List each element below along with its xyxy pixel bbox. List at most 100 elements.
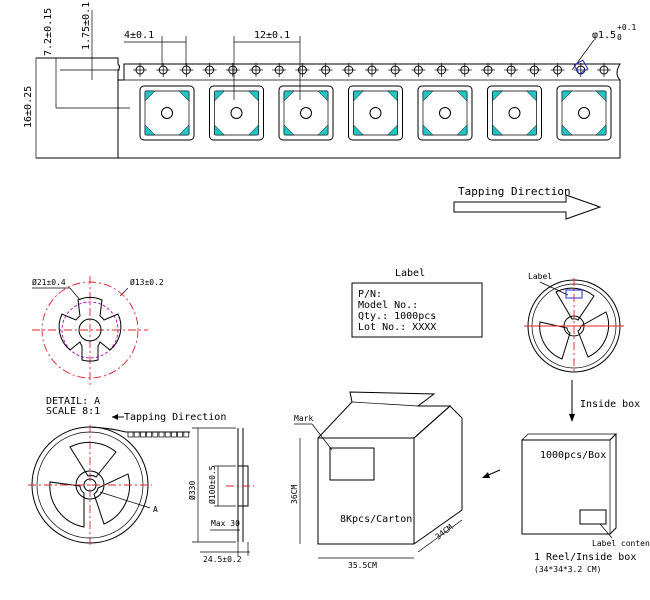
reel-tape-pocket bbox=[177, 431, 183, 438]
dim-cavity-pitch: 12±0.1 bbox=[254, 30, 290, 41]
reel-window-1 bbox=[69, 441, 117, 478]
reel-tape-leader bbox=[89, 426, 190, 433]
cavity-pocket bbox=[283, 90, 329, 136]
carton-depth: 34CM bbox=[434, 523, 455, 542]
cavity-corner-fill bbox=[422, 124, 434, 136]
cavity-corner-fill bbox=[178, 124, 190, 136]
tape-cavity bbox=[139, 85, 195, 141]
detail-spindle-hole bbox=[78, 318, 102, 342]
cavity-outline bbox=[278, 85, 334, 141]
cavity-corner-fill bbox=[283, 90, 295, 102]
tape-cavity bbox=[487, 85, 542, 141]
carton-front bbox=[317, 437, 415, 545]
tape-cavity bbox=[209, 85, 264, 141]
cavity-corner-fill bbox=[353, 124, 365, 136]
label-title: Label bbox=[395, 268, 425, 279]
cavity-corner-fill bbox=[525, 90, 537, 102]
carrier-tape: 16±0.25 7.2±0.15 1.75±0.1 4±0.1 12±0.1 φ… bbox=[23, 2, 636, 159]
sprocket-hole bbox=[202, 63, 217, 77]
cavity-center-hole bbox=[230, 107, 243, 119]
detail-scale: SCALE 8:1 bbox=[46, 406, 100, 417]
hole-highlight-box bbox=[573, 59, 589, 75]
tape-direction-label: Tapping Direction bbox=[458, 185, 571, 198]
inside-box-outline bbox=[521, 432, 617, 535]
reel-max-width: Max 30 bbox=[211, 519, 240, 528]
reel-with-label: Label Inside box bbox=[524, 272, 640, 422]
tape-cavity bbox=[278, 85, 334, 141]
cavity-corner-fill bbox=[595, 124, 607, 136]
cavity-outline bbox=[487, 85, 542, 141]
reel-tape-pockets bbox=[127, 431, 190, 438]
reel-tape-pocket bbox=[158, 431, 165, 438]
label-line-pn: P/N: bbox=[358, 289, 382, 300]
to-carton-arrow-head bbox=[482, 472, 490, 478]
inside-box-caption-1: 1 Reel/Inside box bbox=[534, 552, 636, 563]
sprocket-hole bbox=[550, 63, 565, 77]
dim-line-carton-depth bbox=[417, 519, 463, 553]
carton-text: 8Kpcs/Carton bbox=[340, 514, 412, 525]
cavity-corner-fill bbox=[456, 90, 468, 102]
inside-box: 1000pcs/Box Label content 1 Reel/Inside … bbox=[521, 432, 650, 574]
detail-dia-outer: Ø21±0.4 bbox=[32, 277, 66, 287]
detail-hub-shape bbox=[58, 296, 122, 362]
detail-outer-leader bbox=[69, 287, 81, 301]
cavity-center-hole bbox=[439, 107, 451, 119]
reel-direction-arrow-head bbox=[112, 414, 118, 420]
inside-box-arrow-head bbox=[569, 414, 575, 422]
tape-cavity bbox=[348, 85, 403, 141]
sprocket-hole bbox=[295, 63, 310, 77]
detail-inner-leader bbox=[119, 287, 129, 297]
cavity-pocket bbox=[561, 90, 607, 136]
cavity-corner-fill bbox=[178, 90, 190, 102]
cavity-corner-fill bbox=[492, 90, 504, 102]
cavity-corner-fill bbox=[595, 90, 607, 102]
reel-detail-marker: A bbox=[153, 505, 158, 514]
reel-tape-pocket bbox=[133, 431, 140, 438]
reel-dia: Ø330 bbox=[187, 481, 197, 500]
reel-side-view: Ø330 Ø100±0.5 Max 30 24.5±0.2 bbox=[187, 427, 254, 564]
cavity-corner-fill bbox=[317, 90, 329, 102]
sprocket-hole bbox=[318, 63, 333, 77]
reel-direction-label: Tapping Direction bbox=[124, 412, 226, 423]
cavity-center-hole bbox=[369, 107, 382, 119]
cavity-corner-fill bbox=[283, 124, 295, 136]
shipping-carton: Mark 8Kpcs/Carton 36CM 35.5CM 34CM bbox=[290, 391, 463, 570]
reel-tape-pocket bbox=[127, 431, 134, 438]
cavity-corner-fill bbox=[144, 90, 156, 102]
reel-detail-leader bbox=[99, 491, 151, 509]
carton-mark-leader bbox=[311, 423, 333, 451]
cavity-corner-fill bbox=[525, 124, 537, 136]
dim-cavity-offset: 7.2±0.15 bbox=[43, 8, 54, 56]
inside-box-text: 1000pcs/Box bbox=[540, 450, 606, 461]
inside-box-caption-2: (34*34*3.2 CM) bbox=[534, 565, 601, 574]
tape-direction-arrow bbox=[453, 194, 602, 220]
cavity-corner-fill bbox=[561, 124, 573, 136]
cavity-outline bbox=[417, 85, 473, 141]
inside-box-label-area bbox=[579, 509, 607, 525]
cavity-outline bbox=[139, 85, 195, 141]
sprocket-hole bbox=[225, 63, 240, 77]
reel-tape-pocket bbox=[152, 431, 159, 438]
inside-box-label-content: Label content bbox=[592, 539, 650, 548]
carton-height: 36CM bbox=[290, 485, 299, 504]
sprocket-hole bbox=[434, 63, 449, 77]
reel-tape-pocket bbox=[140, 431, 146, 438]
tape-cavity bbox=[417, 85, 473, 141]
dim-hole-dia: φ1.5 bbox=[592, 30, 616, 41]
carton-mark-label: Mark bbox=[294, 414, 313, 423]
cavity-corner-fill bbox=[214, 124, 226, 136]
reel-width: 24.5±0.2 bbox=[203, 555, 242, 564]
sprocket-hole bbox=[249, 63, 263, 77]
dim-hole-dia-leader bbox=[571, 39, 595, 71]
cavity-corner-fill bbox=[247, 124, 259, 136]
cavity-outline bbox=[348, 85, 403, 141]
sprocket-hole bbox=[457, 63, 472, 77]
sprocket-hole bbox=[481, 63, 495, 77]
cavity-corner-fill bbox=[386, 90, 398, 102]
right-reel-window-1 bbox=[555, 287, 595, 321]
sprocket-hole bbox=[365, 63, 379, 77]
detail-title: DETAIL: A bbox=[46, 396, 100, 407]
reel-tape-pocket bbox=[164, 431, 171, 438]
cavity-corner-fill bbox=[144, 124, 156, 136]
